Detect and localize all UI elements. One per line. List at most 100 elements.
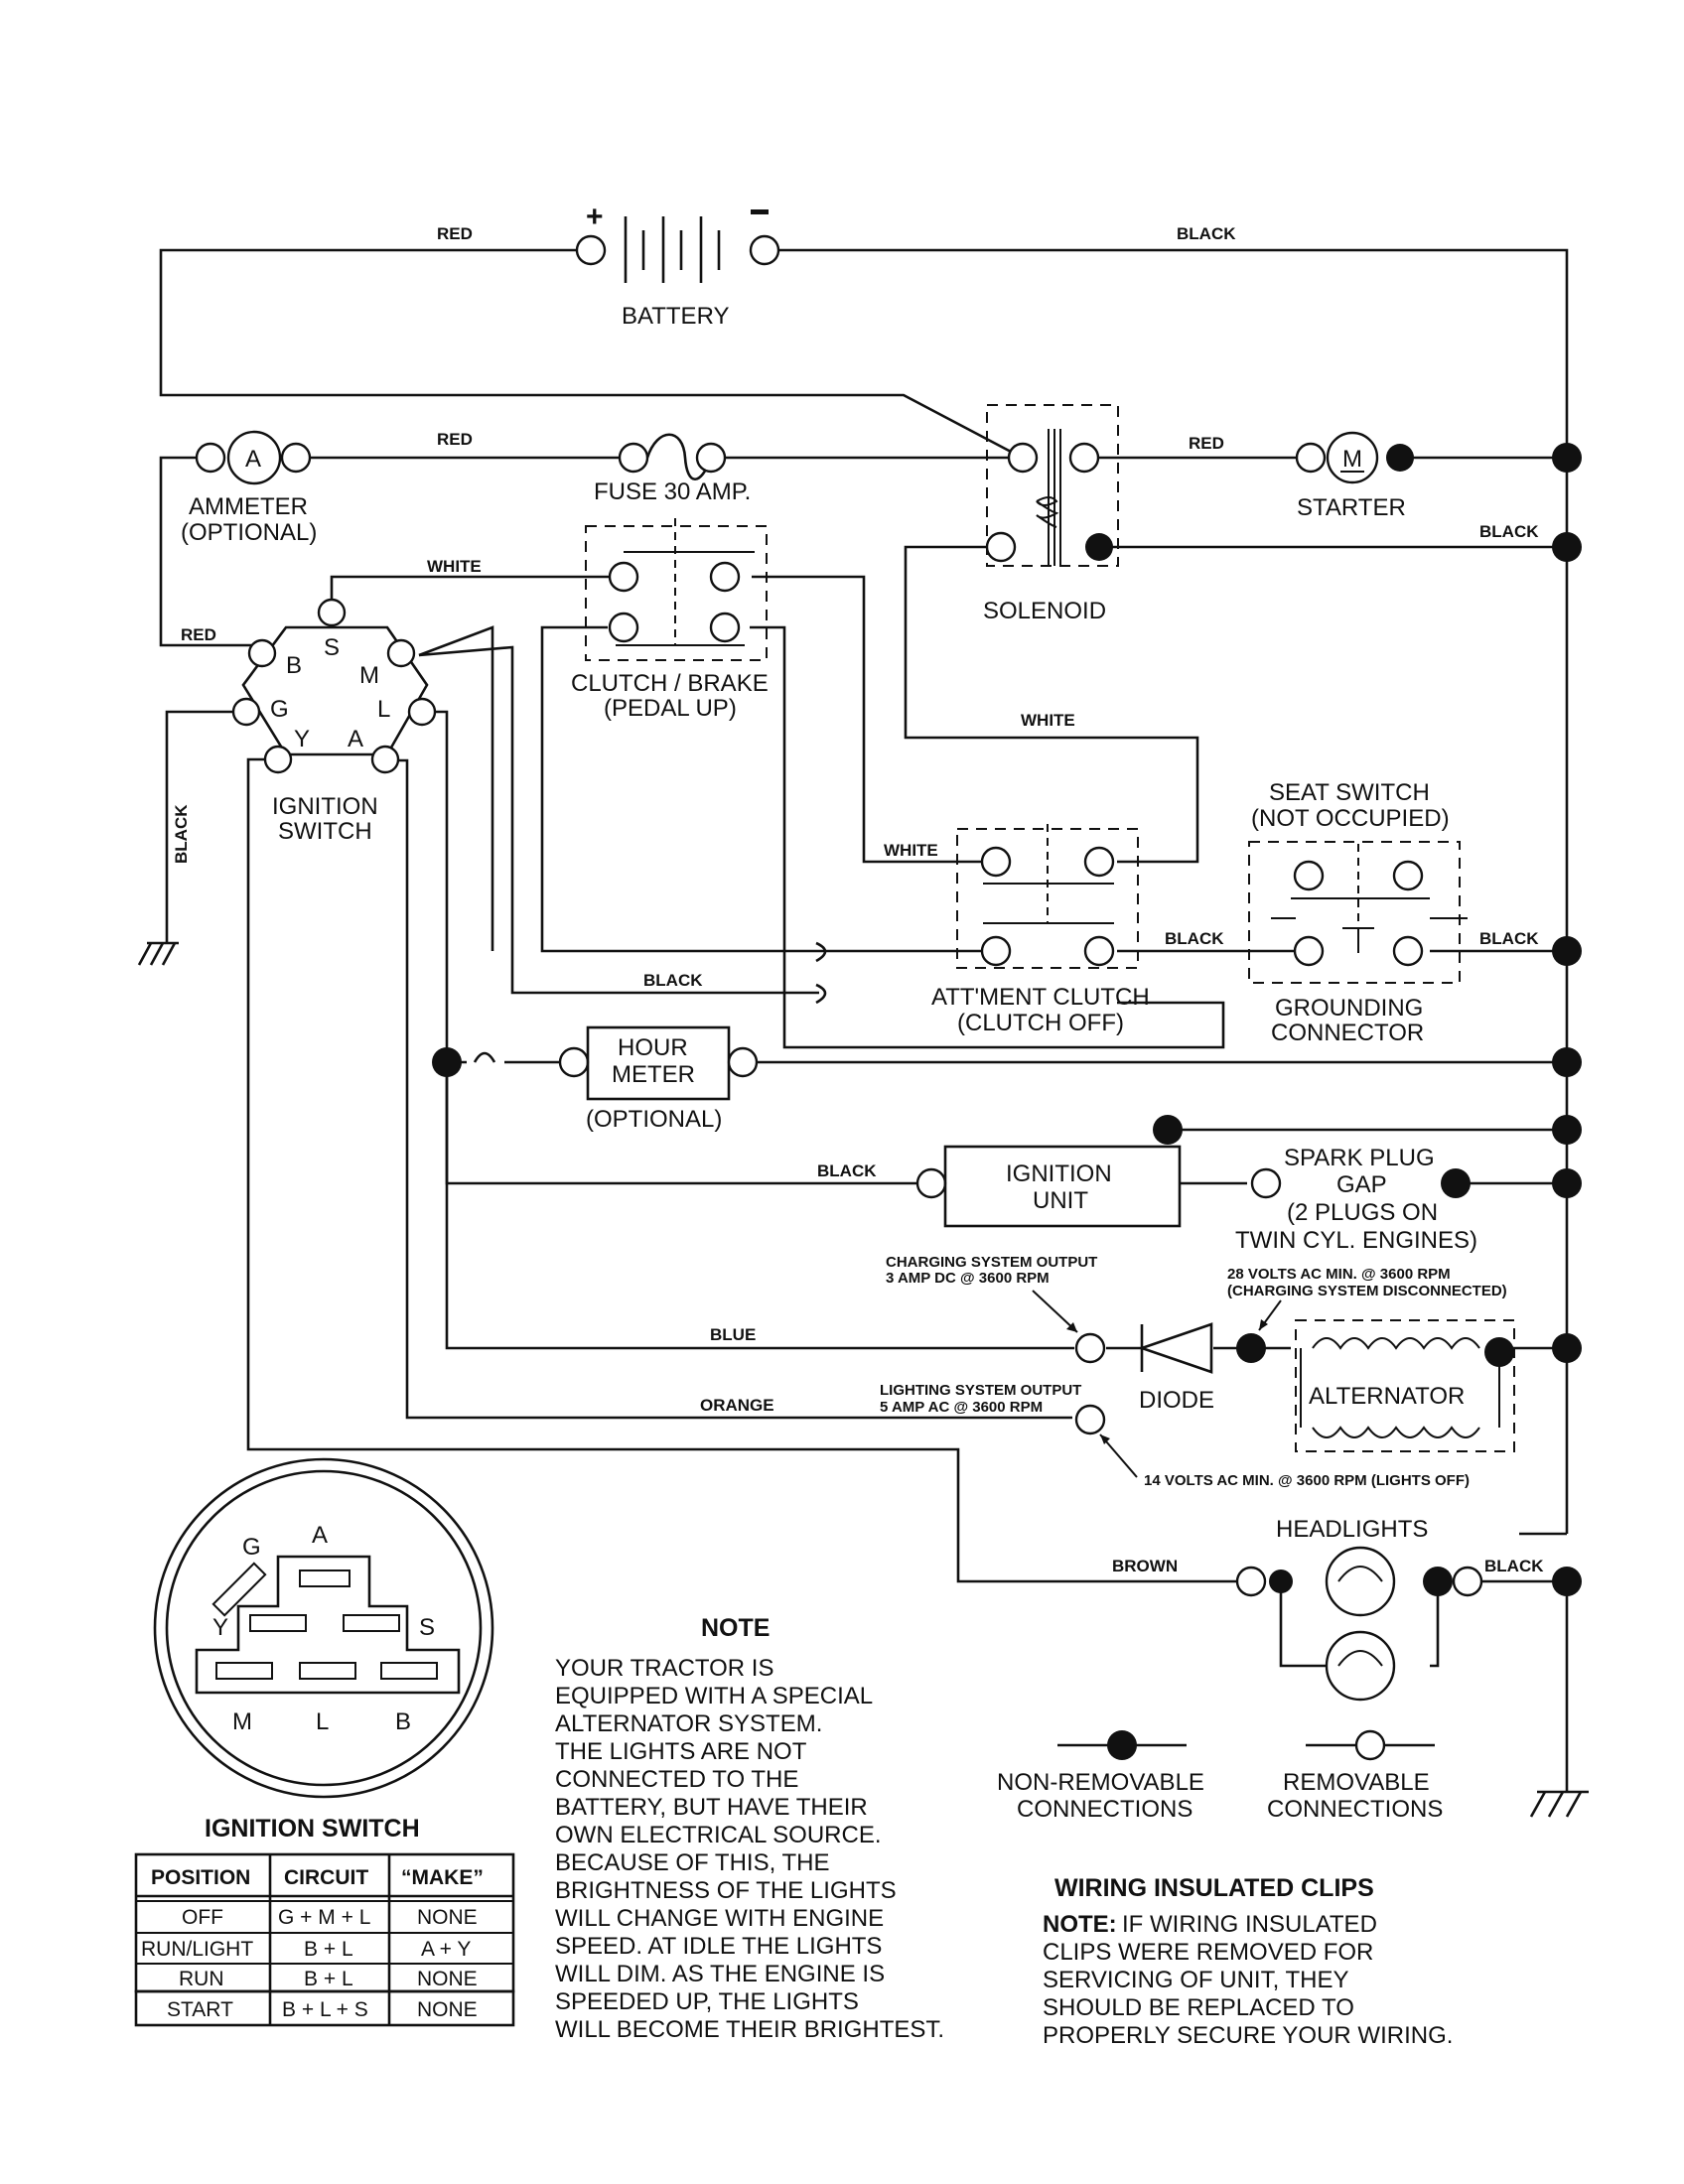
1-label: B + L + S — [282, 1998, 368, 2021]
table-header-make: “MAKE” — [401, 1866, 484, 1889]
attachment-clutch-switch: ATT'MENT CLUTCH (CLUTCH OFF) — [931, 824, 1150, 1036]
note-title: NOTE — [701, 1614, 770, 1642]
volts28-1-label: 28 VOLTS AC MIN. @ 3600 RPM — [1227, 1266, 1451, 1283]
battery-label: BATTERY — [622, 303, 729, 330]
starter-label: STARTER — [1297, 494, 1406, 521]
volts28-2-label: (CHARGING SYSTEM DISCONNECTED) — [1227, 1283, 1507, 1299]
hour-meter-optional: (OPTIONAL) — [586, 1106, 722, 1133]
black-solenoid-label: BLACK — [1479, 522, 1539, 541]
black-headlights-label: BLACK — [1484, 1557, 1544, 1575]
pin-b-terminal — [247, 638, 277, 668]
black-top-label: BLACK — [1177, 224, 1236, 243]
non-removable-1-label: NON-REMOVABLE — [997, 1769, 1204, 1796]
ammeter-label: AMMETER — [189, 493, 308, 520]
1-label: B + L — [304, 1938, 353, 1961]
pin-l: L — [377, 696, 390, 723]
diode: DIODE — [1074, 1322, 1266, 1414]
1-label: B + L — [304, 1968, 353, 1990]
brown-label: BROWN — [1112, 1557, 1178, 1575]
removable-1-label: REMOVABLE — [1283, 1769, 1430, 1796]
1-label: CLIPS WERE REMOVED FOR — [1043, 1939, 1373, 1966]
red-ammeter-label: RED — [437, 430, 473, 449]
attment-clutch-label: ATT'MENT CLUTCH — [931, 984, 1150, 1011]
black-ground-label: BLACK — [1479, 929, 1539, 948]
pin-b: B — [286, 652, 302, 679]
table-row: START — [167, 1998, 233, 2021]
alternator-label: ALTERNATOR — [1309, 1383, 1465, 1410]
1-label: G + M + L — [278, 1906, 370, 1929]
table-header-circuit: CIRCUIT — [284, 1866, 368, 1889]
fuse: FUSE 30 AMP. — [594, 433, 751, 505]
plus-icon: + — [586, 201, 604, 233]
starter-symbol: M — [1342, 446, 1362, 473]
white-att-label: WHITE — [884, 841, 938, 860]
solenoid-label: SOLENOID — [983, 598, 1106, 624]
0-label: OFF — [182, 1906, 223, 1929]
charging-2-label: 3 AMP DC @ 3600 RPM — [886, 1270, 1050, 1287]
seat-switch-label: SEAT SWITCH — [1269, 779, 1430, 806]
10-label: SPEED. AT IDLE THE LIGHTS — [555, 1933, 882, 1960]
clutch-brake-switch: CLUTCH / BRAKE (PEDAL UP) — [571, 518, 769, 722]
ignition-switch: S B M G L Y A IGNITION SWITCH — [231, 598, 437, 845]
spark-plug-note-2: TWIN CYL. ENGINES) — [1235, 1227, 1477, 1254]
black-left-label: BLACK — [172, 804, 191, 864]
clips-note: WIRING INSULATED CLIPS NOTE: IF WIRING I… — [1043, 1874, 1453, 2049]
pin-m: M — [359, 662, 379, 689]
headlights-label: HEADLIGHTS — [1276, 1516, 1428, 1543]
battery: + BATTERY — [575, 201, 780, 330]
spark-plug-label: SPARK PLUG — [1284, 1145, 1435, 1171]
minus-icon — [751, 209, 769, 214]
pin-s-terminal — [317, 598, 347, 627]
grounding-connector-sublabel: CONNECTOR — [1271, 1020, 1424, 1046]
annotations: CHARGING SYSTEM OUTPUT 3 AMP DC @ 3600 R… — [880, 1254, 1507, 1489]
alternator: ALTERNATOR — [1074, 1319, 1515, 1452]
removable-connection-icon — [1354, 1729, 1386, 1761]
pin-a-terminal — [370, 745, 400, 774]
pin-y: Y — [294, 726, 310, 752]
13-label: WILL BECOME THEIR BRIGHTEST. — [555, 2016, 944, 2043]
seat-switch-sublabel: (NOT OCCUPIED) — [1251, 805, 1450, 832]
blue-label: BLUE — [710, 1325, 756, 1344]
fuse-label: FUSE 30 AMP. — [594, 478, 751, 505]
ammeter-optional: (OPTIONAL) — [181, 519, 317, 546]
solenoid: SOLENOID — [983, 404, 1119, 624]
3-label: SHOULD BE REPLACED TO — [1043, 1994, 1354, 2021]
2-label: SERVICING OF UNIT, THEY — [1043, 1967, 1349, 1993]
starter: M STARTER — [1295, 431, 1414, 521]
Y-label: Y — [212, 1614, 228, 1641]
pin-g: G — [270, 696, 289, 723]
volts14-label: 14 VOLTS AC MIN. @ 3600 RPM (LIGHTS OFF) — [1144, 1472, 1470, 1489]
connector-title: IGNITION SWITCH — [205, 1815, 420, 1843]
7-label: BECAUSE OF THIS, THE — [555, 1849, 830, 1876]
wire-labels: RED BLACK RED RED BLACK WHITE RED WHITE … — [172, 224, 1544, 1575]
grounding-connector-label: GROUNDING — [1275, 995, 1423, 1022]
lighting-2-label: 5 AMP AC @ 3600 RPM — [880, 1399, 1043, 1416]
3-label: THE LIGHTS ARE NOT — [555, 1738, 807, 1765]
2-label: ALTERNATOR SYSTEM. — [555, 1710, 822, 1737]
removable-2-label: CONNECTIONS — [1267, 1796, 1443, 1823]
ammeter: A AMMETER (OPTIONAL) — [181, 430, 317, 546]
ground-symbol-left — [137, 941, 179, 966]
black-seat-label: BLACK — [1165, 929, 1224, 948]
8-label: BRIGHTNESS OF THE LIGHTS — [555, 1877, 897, 1904]
0-label: IF WIRING INSULATED — [1122, 1911, 1377, 1938]
clips-title: WIRING INSULATED CLIPS — [1054, 1874, 1374, 1902]
hour-meter: HOUR METER (OPTIONAL) — [558, 1025, 759, 1133]
A-label: A — [312, 1522, 328, 1549]
hour-meter-label: HOUR — [618, 1034, 688, 1061]
ignition-switch-sublabel: SWITCH — [278, 818, 372, 845]
pin-y-terminal — [263, 745, 293, 774]
4-label: CONNECTED TO THE — [555, 1766, 798, 1793]
ignition-unit-label: IGNITION — [1006, 1160, 1112, 1187]
2-label: NONE — [417, 1906, 478, 1929]
S-label: S — [419, 1614, 435, 1641]
2-label: A + Y — [421, 1938, 471, 1961]
diode-label: DIODE — [1139, 1387, 1214, 1414]
2-label: NONE — [417, 1968, 478, 1990]
ground-symbol-right — [1529, 1581, 1589, 1818]
table-row: OFF G + M + L NONE — [182, 1906, 478, 1929]
spark-plug: SPARK PLUG GAP (2 PLUGS ON TWIN CYL. ENG… — [1153, 1115, 1477, 1254]
6-label: OWN ELECTRICAL SOURCE. — [555, 1822, 882, 1848]
red-top-label: RED — [437, 224, 473, 243]
